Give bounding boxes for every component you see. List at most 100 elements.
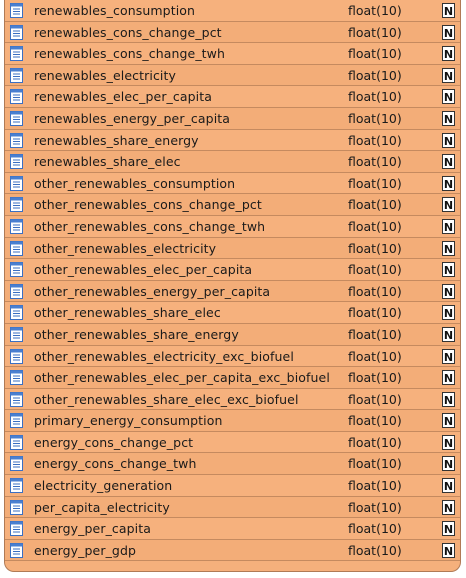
column-row-per_capita_electricity[interactable]: per_capita_electricity float(10) N xyxy=(5,496,460,519)
field-column-icon xyxy=(10,434,23,450)
svg-text:N: N xyxy=(444,5,453,18)
column-row-renewables_share_elec[interactable]: renewables_share_elec float(10) N xyxy=(5,151,460,173)
column-row-electricity_generation[interactable]: electricity_generation float(10) N xyxy=(5,475,460,497)
field-column-icon xyxy=(10,521,23,537)
column-name: other_renewables_share_elec_exc_biofuel xyxy=(34,391,299,407)
column-row-renewables_elec_per_capita[interactable]: renewables_elec_per_capita float(10) N xyxy=(5,86,460,108)
field-column-icon xyxy=(10,175,23,191)
column-name: renewables_share_elec xyxy=(34,154,181,170)
column-row-other_renewables_share_elec[interactable]: other_renewables_share_elec float(10) N xyxy=(5,302,460,324)
column-row-other_renewables_elec_per_capita[interactable]: other_renewables_elec_per_capita float(1… xyxy=(5,259,460,281)
column-type: float(10) xyxy=(348,370,402,386)
field-column-icon xyxy=(10,326,23,342)
svg-text:N: N xyxy=(444,286,453,299)
field-column-icon xyxy=(10,218,23,234)
column-name: energy_per_capita xyxy=(34,521,152,537)
column-name: primary_energy_consumption xyxy=(34,413,223,429)
column-row-other_renewables_cons_change_twh[interactable]: other_renewables_cons_change_twh float(1… xyxy=(5,215,460,238)
column-row-renewables_consumption[interactable]: renewables_consumption float(10) N xyxy=(5,0,460,22)
column-type: float(10) xyxy=(348,478,402,494)
column-type: float(10) xyxy=(348,305,402,321)
svg-text:N: N xyxy=(444,415,453,428)
column-name: energy_cons_change_twh xyxy=(34,456,197,472)
nullable-n-icon: N xyxy=(442,262,455,278)
svg-text:N: N xyxy=(444,135,453,148)
column-type: float(10) xyxy=(348,348,402,364)
column-name: renewables_electricity xyxy=(34,67,176,83)
column-list: renewables_consumption float(10) N renew… xyxy=(5,0,460,562)
column-row-energy_cons_change_twh[interactable]: energy_cons_change_twh float(10) N xyxy=(5,453,460,476)
svg-text:N: N xyxy=(444,113,453,126)
column-name: per_capita_electricity xyxy=(34,499,170,515)
field-column-icon xyxy=(10,240,23,256)
column-name: other_renewables_cons_change_pct xyxy=(34,197,262,213)
svg-text:N: N xyxy=(444,437,453,450)
column-row-other_renewables_share_energy[interactable]: other_renewables_share_energy float(10) … xyxy=(5,323,460,346)
column-row-other_renewables_elec_per_capita_exc_biofuel[interactable]: other_renewables_elec_per_capita_exc_bio… xyxy=(5,367,460,389)
column-type: float(10) xyxy=(348,24,402,40)
svg-text:N: N xyxy=(444,178,453,191)
column-name: other_renewables_electricity xyxy=(34,240,217,256)
column-name: other_renewables_energy_per_capita xyxy=(34,283,271,299)
svg-text:N: N xyxy=(444,458,453,471)
column-name: renewables_consumption xyxy=(34,3,196,18)
field-column-icon xyxy=(10,283,23,299)
column-row-renewables_energy_per_capita[interactable]: renewables_energy_per_capita float(10) N xyxy=(5,107,460,130)
column-name: electricity_generation xyxy=(34,478,173,494)
field-column-icon xyxy=(10,542,23,558)
column-type: float(10) xyxy=(348,391,402,407)
column-row-renewables_cons_change_pct[interactable]: renewables_cons_change_pct float(10) N xyxy=(5,21,460,44)
nullable-n-icon: N xyxy=(442,542,455,558)
nullable-n-icon: N xyxy=(442,305,455,321)
column-type: float(10) xyxy=(348,499,402,515)
column-row-other_renewables_consumption[interactable]: other_renewables_consumption float(10) N xyxy=(5,172,460,195)
nullable-n-icon: N xyxy=(442,67,455,83)
column-name: renewables_cons_change_pct xyxy=(34,24,222,40)
svg-text:N: N xyxy=(444,545,453,558)
column-row-energy_per_capita[interactable]: energy_per_capita float(10) N xyxy=(5,518,460,540)
field-column-icon xyxy=(10,154,23,170)
field-column-icon xyxy=(10,24,23,40)
svg-text:N: N xyxy=(444,372,453,385)
column-row-energy_cons_change_pct[interactable]: energy_cons_change_pct float(10) N xyxy=(5,431,460,454)
field-column-icon xyxy=(10,110,23,126)
field-column-icon xyxy=(10,197,23,213)
nullable-n-icon: N xyxy=(442,434,455,450)
column-name: renewables_share_energy xyxy=(34,132,199,148)
column-row-other_renewables_share_elec_exc_biofuel[interactable]: other_renewables_share_elec_exc_biofuel … xyxy=(5,388,460,411)
field-column-icon xyxy=(10,89,23,105)
field-column-icon xyxy=(10,456,23,472)
column-row-renewables_share_energy[interactable]: renewables_share_energy float(10) N xyxy=(5,129,460,152)
field-column-icon xyxy=(10,499,23,515)
column-name: energy_per_gdp xyxy=(34,542,137,558)
column-row-primary_energy_consumption[interactable]: primary_energy_consumption float(10) N xyxy=(5,410,460,432)
nullable-n-icon: N xyxy=(442,499,455,515)
column-row-energy_per_gdp[interactable]: energy_per_gdp float(10) N xyxy=(5,539,460,562)
column-name: other_renewables_consumption xyxy=(34,175,236,191)
svg-text:N: N xyxy=(444,351,453,364)
field-column-icon xyxy=(10,370,23,386)
column-row-other_renewables_cons_change_pct[interactable]: other_renewables_cons_change_pct float(1… xyxy=(5,194,460,216)
column-type: float(10) xyxy=(348,67,402,83)
column-row-renewables_electricity[interactable]: renewables_electricity float(10) N xyxy=(5,64,460,87)
field-column-icon xyxy=(10,3,23,18)
nullable-n-icon: N xyxy=(442,240,455,256)
nullable-n-icon: N xyxy=(442,413,455,429)
column-type: float(10) xyxy=(348,240,402,256)
column-row-other_renewables_electricity_exc_biofuel[interactable]: other_renewables_electricity_exc_biofuel… xyxy=(5,345,460,368)
field-column-icon xyxy=(10,348,23,364)
field-column-icon xyxy=(10,67,23,83)
column-row-renewables_cons_change_twh[interactable]: renewables_cons_change_twh float(10) N xyxy=(5,43,460,65)
column-name: energy_cons_change_pct xyxy=(34,434,194,450)
svg-text:N: N xyxy=(444,156,453,169)
nullable-n-icon: N xyxy=(442,456,455,472)
column-row-other_renewables_energy_per_capita[interactable]: other_renewables_energy_per_capita float… xyxy=(5,280,460,303)
column-type: float(10) xyxy=(348,326,402,342)
nullable-n-icon: N xyxy=(442,521,455,537)
column-row-other_renewables_electricity[interactable]: other_renewables_electricity float(10) N xyxy=(5,237,460,260)
nullable-n-icon: N xyxy=(442,132,455,148)
field-column-icon xyxy=(10,391,23,407)
column-name: other_renewables_elec_per_capita_exc_bio… xyxy=(34,370,330,386)
column-type: float(10) xyxy=(348,283,402,299)
field-column-icon xyxy=(10,262,23,278)
